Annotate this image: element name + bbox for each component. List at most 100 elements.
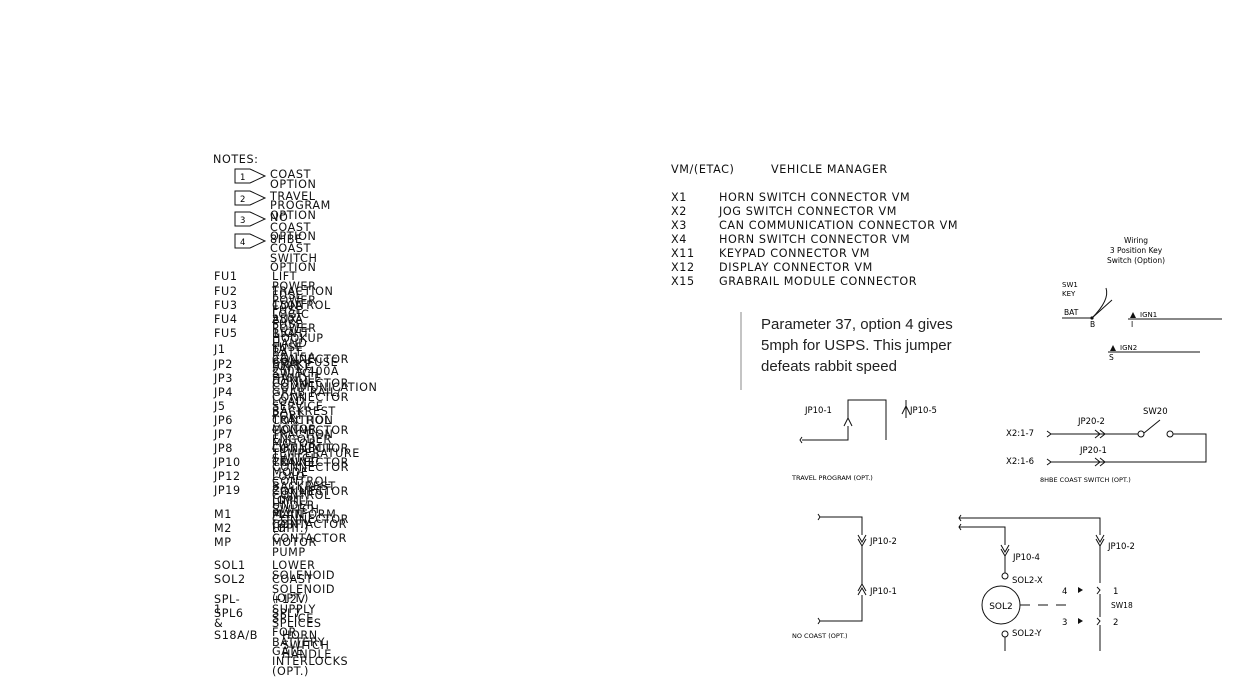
legend-code: FU4: [214, 312, 238, 326]
key-switch-title1: Wiring: [1124, 236, 1148, 245]
sol2-y-terminal: [1001, 630, 1009, 638]
no-coast-jp10-2-label: JP10-2: [869, 537, 897, 547]
travel-output-wire: [802, 426, 849, 441]
legend-desc: RIGHT HAND BATT. CON. FUSE 250A/400A (OP…: [272, 327, 340, 388]
legend-desc: TA CONNECTOR: [272, 343, 350, 366]
legend-desc: LIFT POWER FUSE 150A: [272, 270, 317, 312]
i-label: I: [1131, 320, 1133, 329]
jp20-2-connector: [1094, 429, 1106, 439]
legend-desc: MOTOR PUMP: [272, 536, 317, 559]
legend-desc: SERVICE PORT: [272, 399, 324, 423]
key-switch-title2: 3 Position Key: [1110, 246, 1163, 255]
sw18-pos3-label: 3: [1062, 618, 1067, 628]
coast-jp10-4-label: JP10-4: [1012, 553, 1040, 563]
note-number: 3: [240, 216, 246, 226]
sw18-contact-1: [1096, 586, 1101, 595]
legend-desc: TRACTION MOTOR TEMPERATURE CONNECTOR: [272, 427, 360, 470]
sw18-contact-2: [1096, 617, 1101, 626]
coast-switch-diagram: JP20-2 SW20 X2:1-7 JP20-1 X2:1-6 8HBE CO…: [1006, 407, 1207, 484]
vm-code: X3: [671, 219, 687, 232]
legend-desc: LOAD BACKREST CONTROL UNDER PLATFORM (OP…: [272, 470, 337, 531]
note-flag-icon: 3: [234, 211, 267, 227]
legend-desc: COAST SOLENOID (OPT.): [272, 573, 336, 606]
travel-program-diagram: JP10-1 JP10-5 TRAVEL PROGRAM (OPT.): [791, 399, 937, 482]
sw20-return-wire: [1051, 433, 1207, 463]
vm-desc: JOG SWITCH CONNECTOR VM: [719, 205, 898, 218]
note-flag-icon: 4: [234, 233, 267, 248]
legend-desc: GRAB RAIL/ LOAD BACKREST CONTROL CONNECT…: [272, 385, 350, 437]
no-coast-top-wire: [820, 516, 863, 535]
legend-code: JP10: [214, 456, 241, 469]
vm-header-code: VM/(ETAC): [671, 163, 735, 176]
legend-code: M1: [214, 508, 232, 521]
travel-jp10-1-connector: [843, 416, 853, 427]
vm-desc: HORN SWITCH CONNECTOR VM: [719, 191, 911, 204]
sw20-blade: [1143, 419, 1161, 434]
sw18-pin2-label: 2: [1113, 618, 1118, 628]
parameter-note: Parameter 37, option 4 gives 5mph for US…: [761, 314, 953, 377]
note-number: 2: [240, 195, 246, 205]
vm-code: X1: [671, 191, 687, 204]
vm-desc: GRABRAIL MODULE CONNECTOR: [719, 275, 918, 288]
travel-loop-wire: [847, 399, 887, 440]
travel-output-tip: [799, 436, 803, 444]
legend-code: JP4: [214, 385, 233, 399]
vm-code: X4: [671, 233, 687, 246]
no-coast-jp10-1-label: JP10-1: [869, 587, 897, 597]
legend-code: SPL6 &: [214, 607, 244, 630]
legend-code: JP8: [214, 442, 233, 455]
legend-code: FU1: [214, 270, 238, 283]
legend-desc: CONTROL LOGIC FUSE 15A: [272, 298, 331, 341]
sol2-x-label: SOL2-X: [1012, 576, 1043, 586]
no-coast-bottom-wire: [820, 595, 863, 622]
sol2-x-terminal: [1001, 572, 1009, 580]
legend-code: FU3: [214, 298, 238, 312]
coast-top-tip: [958, 514, 962, 522]
travel-program-caption: TRAVEL PROGRAM (OPT.): [791, 474, 873, 482]
key-label: KEY: [1062, 290, 1076, 298]
legend-code: FU5: [214, 327, 238, 340]
vm-header-desc: VEHICLE MANAGER: [771, 163, 888, 176]
note-flag-icon: 2: [234, 190, 267, 205]
legend-code: SOL2: [214, 573, 246, 586]
coast-top-wire: [959, 517, 1101, 535]
vm-desc: CAN COMMUNICATION CONNECTOR VM: [719, 219, 959, 232]
legend-desc: HANDLE COMMUNICATION CONNECTOR: [272, 371, 378, 404]
jp20-1-label: JP20-1: [1079, 446, 1107, 456]
note-label: COAST OPTION: [270, 168, 317, 191]
vm-code: X11: [671, 247, 695, 260]
coast-jp10-4-connector: [1000, 544, 1010, 558]
note-label: 8HBE COAST SWITCH OPTION: [270, 232, 318, 275]
vm-code: X12: [671, 261, 695, 274]
sw20-contact-left: [1137, 430, 1145, 438]
no-coast-jp10-2-connector: [857, 534, 867, 548]
legend-code: SOL1: [214, 559, 246, 572]
key-switch-diagram: Wiring 3 Position Key Switch (Option) SW…: [1062, 236, 1222, 362]
key-pivot: [1090, 316, 1094, 320]
legend-code: JP3: [214, 371, 233, 385]
legend-desc: LIFT LIMIT SWITCH CONNECTOR: [272, 442, 350, 475]
x2-1-7-label: X2:1-7: [1006, 429, 1034, 439]
sw18-pos4-label: 4: [1062, 587, 1067, 597]
sw20-contact-right: [1166, 430, 1174, 438]
ign1-arrow: [1130, 312, 1136, 318]
bat-label: BAT: [1064, 308, 1079, 317]
b-label: B: [1090, 320, 1095, 329]
note-label: NO COAST OPTION: [270, 211, 317, 244]
parameter-note-line3: defeats rabbit speed: [761, 358, 897, 375]
vm-code: X15: [671, 275, 695, 288]
legend-code: FU2: [214, 284, 238, 298]
vm-desc: KEYPAD CONNECTOR VM: [719, 247, 871, 260]
legend-desc: AUX POWER HOOKUP FUSE 5A/15A (OPT.): [272, 312, 324, 374]
legend-desc: 2nd LIFT LIMIT SWITCH CONNECTOR (OPT.): [272, 484, 350, 536]
sw18-pin1-label: 1: [1113, 587, 1118, 597]
x2-1-6-tip: [1046, 458, 1052, 466]
vm-desc: DISPLAY CONNECTOR VM: [719, 261, 873, 274]
sw18-label: SW18: [1111, 601, 1133, 610]
note-number: 1: [240, 173, 246, 183]
legend-desc: HORN SWITCH HANDLE: [282, 629, 332, 662]
x2-1-6-label: X2:1-6: [1006, 457, 1034, 467]
legend-desc: +12V SUPPLY SPLICE: [272, 593, 316, 626]
x2-1-7-tip: [1046, 430, 1052, 438]
sol2-label: SOL2: [989, 602, 1013, 612]
